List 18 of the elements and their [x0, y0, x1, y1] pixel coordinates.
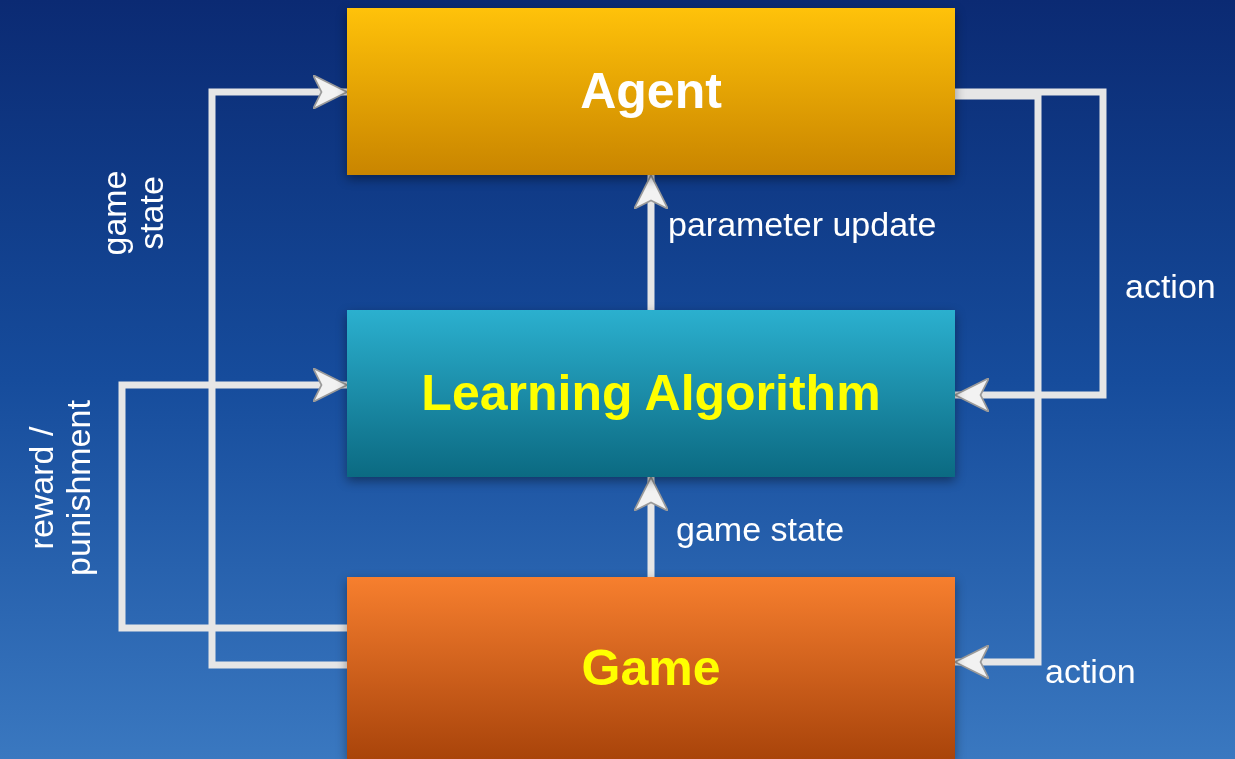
arrow	[633, 476, 669, 577]
edge-label: action	[1045, 653, 1136, 691]
process-box	[347, 8, 955, 175]
arrow	[118, 367, 348, 632]
arrow	[208, 74, 348, 669]
edge-label: action	[1125, 268, 1216, 306]
arrow	[954, 92, 1042, 680]
arrow	[633, 174, 669, 310]
edge-label: game state	[676, 511, 845, 549]
edge-label: reward / punishment	[22, 399, 98, 578]
box-title: Learning Algorithm	[421, 364, 881, 423]
process-box	[347, 577, 955, 759]
edge-label: parameter update	[668, 206, 937, 244]
arrow	[954, 88, 1107, 413]
box-title: Game	[581, 638, 721, 698]
process-box	[347, 310, 955, 477]
box-title: Agent	[580, 62, 722, 121]
edge-label: game state	[95, 169, 171, 258]
